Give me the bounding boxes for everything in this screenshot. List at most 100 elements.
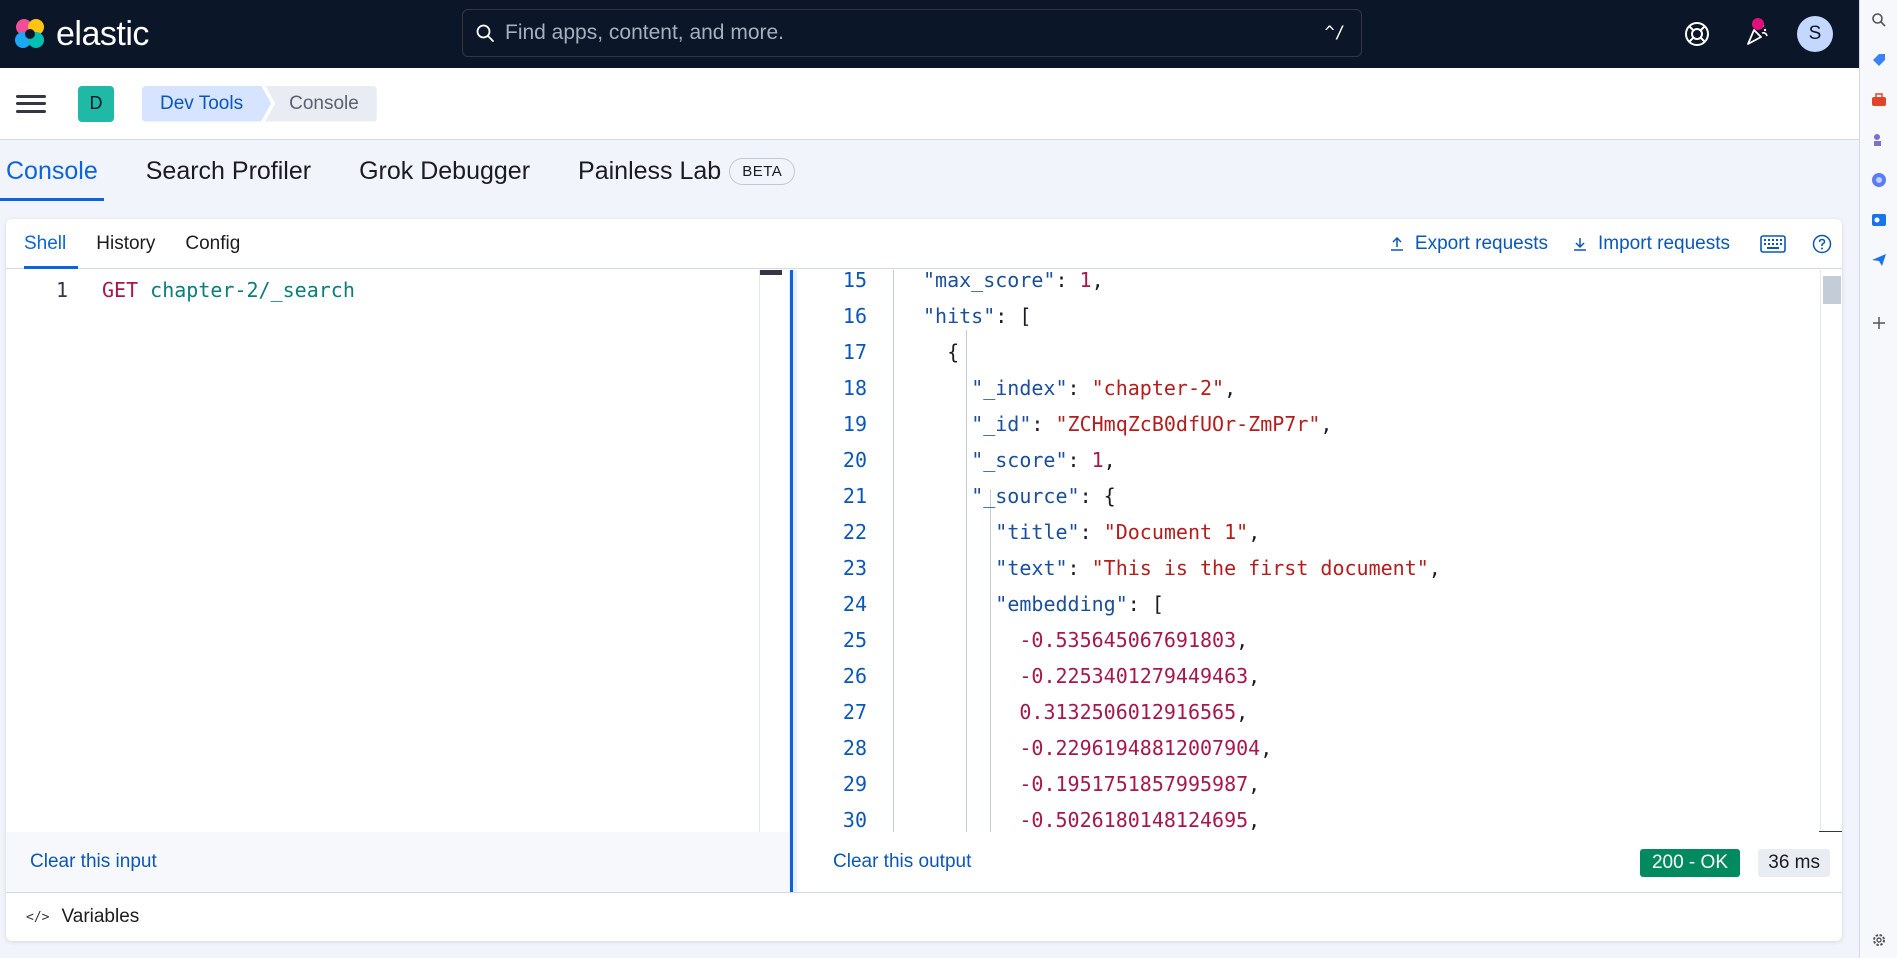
pane-resizer[interactable] [789,270,797,892]
json-token-group: -0.2253401279449463, [1019,664,1260,688]
variables-bar[interactable]: </> Variables [6,892,1842,941]
keyboard-shortcuts-button[interactable] [1760,235,1786,253]
json-colon: : [1067,376,1092,400]
rail-search[interactable] [1869,10,1889,30]
json-token-group: "hits": [ [923,304,1031,328]
json-key: "embedding" [995,592,1128,616]
response-line: 26 -0.2253401279449463, [797,658,1260,694]
import-requests-button[interactable]: Import requests [1572,233,1730,255]
tab-search-profiler[interactable]: Search Profiler [145,156,312,185]
line-number: 23 [842,556,867,580]
json-value: "chapter-2" [1091,376,1225,400]
json-token-group: -0.22961948812007904, [1019,736,1272,760]
breadcrumb-dev-tools[interactable]: Dev Tools [142,86,271,122]
json-colon: : [1079,484,1104,508]
tab-config[interactable]: Config [185,232,241,254]
import-requests-label: Import requests [1598,233,1730,254]
json-value: -0.5026180148124695 [1019,808,1249,832]
json-value: "Document 1" [1103,520,1249,544]
json-comma: , [1091,270,1104,292]
response-scrollbar[interactable] [1819,270,1842,832]
search-input[interactable] [505,21,1325,45]
response-viewer[interactable]: 15"max_score": 1,16"hits": [17{18"_index… [797,270,1842,832]
json-key: "_score" [971,448,1068,472]
response-line: 24"embedding": [ [797,586,1164,622]
rail-copilot[interactable] [1869,170,1889,190]
line-number: 30 [842,808,867,832]
export-requests-label: Export requests [1414,233,1548,254]
json-colon: : [1067,556,1092,580]
clear-output-link[interactable]: Clear this output [833,851,972,872]
global-search[interactable]: ^/ [462,9,1362,57]
json-comma: , [1248,808,1261,832]
response-line: 20"_score": 1, [797,442,1116,478]
request-editor[interactable]: 1 GET chapter-2/_search [6,270,784,832]
response-line: 19 "_id": "ZCHmqZcB0dfUOr-ZmP7r", [797,406,1333,442]
tab-history[interactable]: History [96,232,156,254]
news-button[interactable] [1737,14,1777,54]
json-comma: , [1260,736,1273,760]
request-method: GET [102,278,139,302]
request-code: GET chapter-2/_search [102,278,355,302]
json-value: [ [1151,592,1164,616]
gear-icon [1873,934,1885,946]
line-number: 28 [842,736,867,760]
json-comma: , [1248,772,1261,796]
json-comma: , [1236,700,1249,724]
rail-games[interactable] [1869,130,1889,150]
json-token-group: "text": "This is the first document", [995,556,1441,580]
line-number: 26 [842,664,867,688]
json-key: "max_score" [923,270,1056,292]
lifebuoy-icon [1685,22,1709,46]
json-token-group: "_index": "chapter-2", [971,376,1236,400]
json-token-group: "_score": 1, [971,448,1116,472]
rail-add[interactable] [1869,313,1889,333]
code-icon: </> [26,909,50,925]
brand-name: elastic [56,14,149,53]
tab-shell[interactable]: Shell [12,219,79,269]
export-icon [1390,236,1403,251]
status-badge: 200 - OK [1639,849,1740,877]
space-avatar[interactable]: D [78,85,114,122]
tab-grok-debugger[interactable]: Grok Debugger [359,156,531,185]
user-avatar[interactable]: S [1797,16,1833,52]
search-icon [476,24,494,42]
export-requests-button[interactable]: Export requests [1389,233,1548,255]
rail-send[interactable] [1869,250,1889,270]
output-footer: Clear this output 200 - OK 36 ms [797,832,1842,892]
help-icon-button[interactable] [1812,234,1832,254]
json-key: "hits" [923,304,996,328]
json-token-group: "title": "Document 1", [995,520,1260,544]
json-colon: : [1079,520,1104,544]
clear-input-link[interactable]: Clear this input [30,851,157,872]
tab-painless-lab[interactable]: Painless Lab BETA [572,141,801,201]
rail-tools[interactable] [1869,90,1889,110]
elastic-logo[interactable]: elastic [12,15,212,54]
main-menu-button[interactable] [16,92,46,116]
rail-outlook[interactable] [1869,210,1889,230]
rail-shopping[interactable] [1869,50,1889,70]
response-line: 28 -0.22961948812007904, [797,730,1272,766]
json-key: "text" [995,556,1068,580]
line-number: 15 [842,270,867,292]
editor-line: 1 GET chapter-2/_search [6,278,355,302]
json-value: "This is the first document" [1091,556,1429,580]
json-token-group: "embedding": [ [995,592,1164,616]
line-number: 25 [842,628,867,652]
help-button[interactable] [1677,14,1717,54]
tag-icon [1873,54,1885,66]
json-token-group: "_id": "ZCHmqZcB0dfUOr-ZmP7r", [971,412,1332,436]
editor-scrollbar[interactable] [759,270,782,832]
input-footer: Clear this input [6,832,789,892]
json-comma: , [1224,376,1237,400]
json-token-group: { [947,340,959,364]
indent-guide [893,270,894,832]
tab-console[interactable]: Console [0,141,104,201]
line-number: 21 [842,484,867,508]
rail-settings[interactable] [1869,930,1889,950]
menu-bar [16,94,46,98]
line-number: 19 [842,412,867,436]
console-sub-tabs: Shell History Config Export requests Imp… [6,219,1842,269]
search-icon [1872,13,1886,27]
copilot-icon [1872,173,1886,187]
